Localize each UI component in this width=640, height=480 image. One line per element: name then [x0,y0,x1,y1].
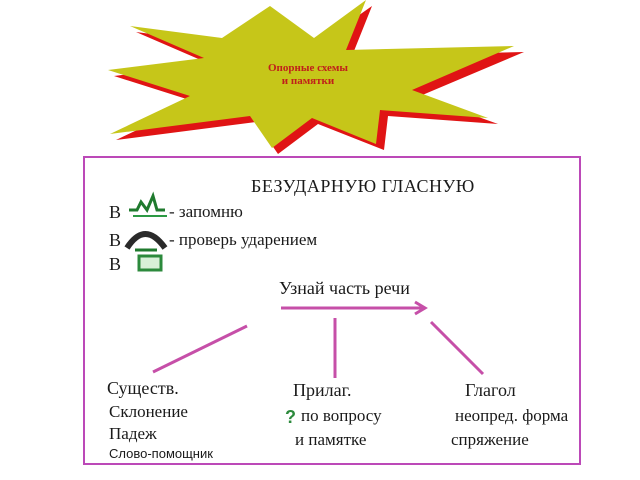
branch-noun-line-3: Слово-помощник [109,446,213,461]
branch-verb-title: Глагол [465,380,516,400]
crossed-check-icon [129,191,167,217]
branch-noun-line-1: Склонение [109,402,188,421]
branch-link-noun [152,324,248,374]
question-mark-icon: ? [285,407,296,427]
row-2-letter: В [109,230,122,250]
branch-verb-line-2: спряжение [451,430,529,449]
row-2-text: - проверь ударением [169,230,318,249]
banner-title: Опорные схемы и памятки [218,62,398,88]
center-underline-arrowhead [414,300,428,316]
branch-noun-title: Существ. [107,378,179,398]
banner-star [108,0,524,154]
scheme-heading: БЕЗУДАРНУЮ ГЛАСНУЮ [251,176,475,196]
row-1-letter: В [109,202,122,222]
branch-adjective-line-2: и памятке [295,430,367,449]
banner-title-line2: и памятки [281,75,335,87]
center-label: Узнай часть речи [279,278,410,298]
branch-verb-line-1: неопред. форма [455,406,569,425]
rectangle-icon [137,254,163,272]
star-body [108,0,514,148]
branch-noun-line-2: Падеж [109,424,157,443]
branch-adjective-line-1: по вопросу [301,406,382,425]
branch-adjective-title: Прилаг. [293,380,352,400]
banner-title-line1: Опорные схемы [268,62,348,74]
row-1-text: - запомню [169,202,243,221]
branch-link-verb [429,320,485,376]
scheme-drawing: ? [124,191,485,427]
stress-arc-icon [124,231,168,252]
row-3-letter: В [109,254,122,274]
scheme-frame: ? БЕЗУДАРНУЮ ГЛАСНУЮ В - запомню В - про… [83,156,581,465]
